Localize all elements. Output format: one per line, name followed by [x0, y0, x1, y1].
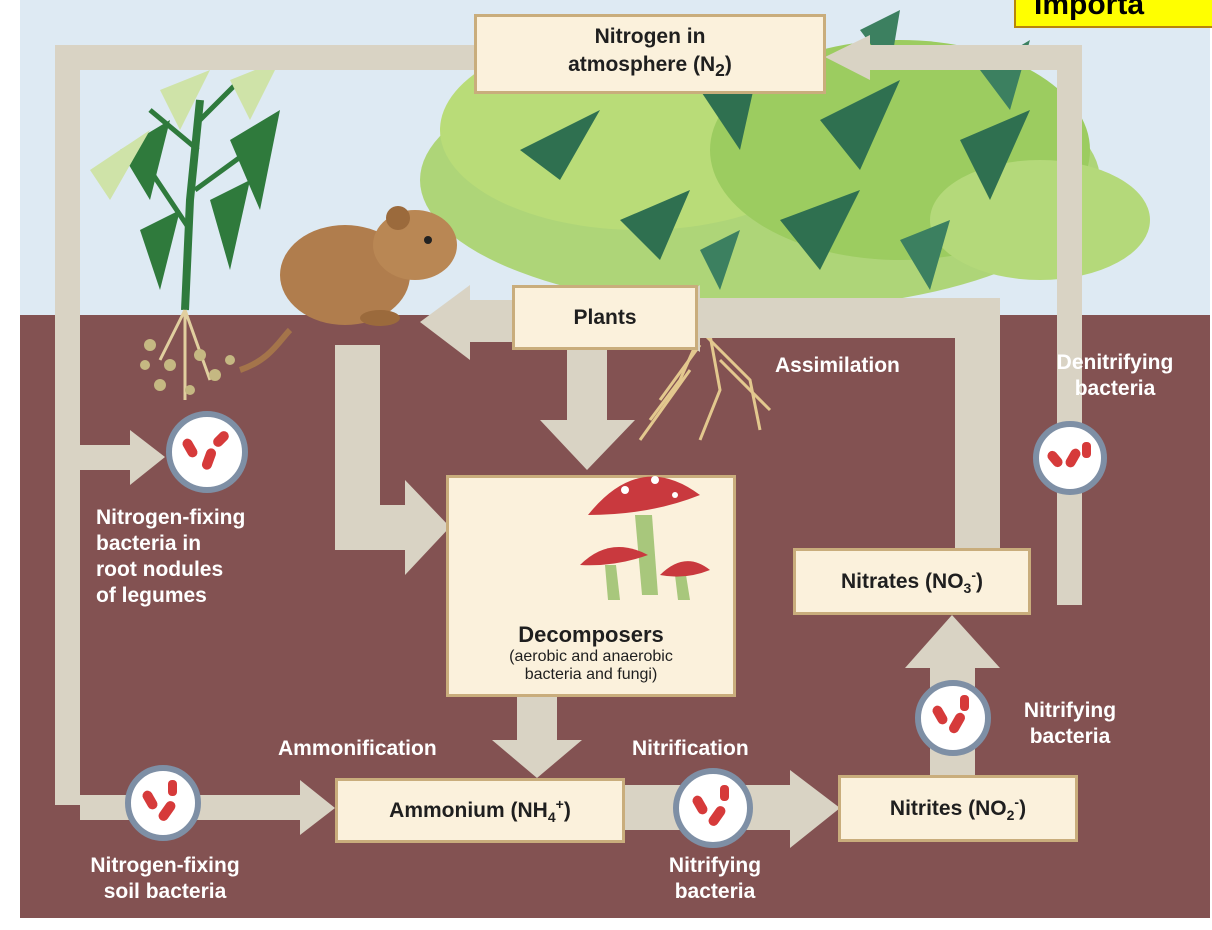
mushrooms-illustration — [580, 455, 720, 605]
nitrates-label: Nitrates (NO3-) — [841, 567, 983, 596]
root-nodules-line1: Nitrogen-fixing — [96, 505, 245, 531]
atmosphere-line2: atmosphere (N2) — [568, 51, 732, 84]
nitrifying-bottom-label: Nitrifying bacteria — [645, 853, 785, 905]
soil-bacteria-label: Nitrogen-fixing soil bacteria — [55, 853, 275, 905]
nitrates-text: Nitrates (NO — [841, 570, 964, 593]
nitrifying-bacteria-right-icon — [918, 683, 988, 753]
root-nodules-line4: of legumes — [96, 583, 245, 609]
decomposers-title: Decomposers — [518, 622, 664, 648]
ammonium-text: Ammonium (NH — [389, 799, 548, 822]
root-nodule-bacteria-icon — [169, 414, 245, 490]
atmosphere-close: ) — [725, 53, 732, 76]
decomposers-desc2: bacteria and fungi) — [525, 666, 658, 684]
denitrifying-bacteria-icon — [1036, 424, 1104, 492]
ammonium-box: Ammonium (NH4+) — [335, 778, 625, 843]
root-nodules-label: Nitrogen-fixing bacteria in root nodules… — [96, 505, 245, 609]
nitrifying-bottom-line1: Nitrifying — [645, 853, 785, 879]
soil-bacteria-line1: Nitrogen-fixing — [55, 853, 275, 879]
root-nodules-line2: bacteria in — [96, 531, 245, 557]
soil-bacteria-icon — [128, 768, 198, 838]
plants-box: Plants — [512, 285, 698, 350]
ammonium-superscript: + — [556, 796, 564, 812]
atmosphere-text: atmosphere (N — [568, 53, 715, 76]
important-banner: Importa — [1014, 0, 1212, 28]
atmosphere-line1: Nitrogen in — [595, 23, 706, 51]
atmosphere-box: Nitrogen in atmosphere (N2) — [474, 14, 826, 94]
nitrates-box: Nitrates (NO3-) — [793, 548, 1031, 615]
nitrifying-right-line2: bacteria — [1000, 724, 1140, 750]
nitrites-close: ) — [1019, 797, 1026, 820]
nitrifying-right-label: Nitrifying bacteria — [1000, 698, 1140, 750]
nitrifying-right-line1: Nitrifying — [1000, 698, 1140, 724]
atmosphere-subscript: 2 — [715, 61, 725, 81]
ammonium-subscript: 4 — [548, 809, 556, 825]
banner-text: Importa — [1034, 0, 1144, 21]
denitrifying-label: Denitrifying bacteria — [1030, 350, 1200, 402]
nitrites-text: Nitrites (NO — [890, 797, 1007, 820]
nitrates-close: ) — [976, 570, 983, 593]
nitrites-label: Nitrites (NO2-) — [890, 794, 1026, 823]
nitrification-label: Nitrification — [632, 736, 749, 762]
root-nodules-line3: root nodules — [96, 557, 245, 583]
ammonification-label: Ammonification — [278, 736, 437, 762]
nitrifying-bottom-line2: bacteria — [645, 879, 785, 905]
decomposers-desc1: (aerobic and anaerobic — [509, 648, 673, 666]
ammonium-label: Ammonium (NH4+) — [389, 796, 571, 825]
nitrifying-bacteria-bottom-icon — [676, 771, 750, 845]
ammonium-close: ) — [564, 799, 571, 822]
plants-label: Plants — [573, 306, 636, 330]
soil-bacteria-line2: soil bacteria — [55, 879, 275, 905]
denitrifying-line1: Denitrifying — [1030, 350, 1200, 376]
nitrites-box: Nitrites (NO2-) — [838, 775, 1078, 842]
denitrifying-line2: bacteria — [1030, 376, 1200, 402]
assimilation-label: Assimilation — [775, 353, 900, 379]
